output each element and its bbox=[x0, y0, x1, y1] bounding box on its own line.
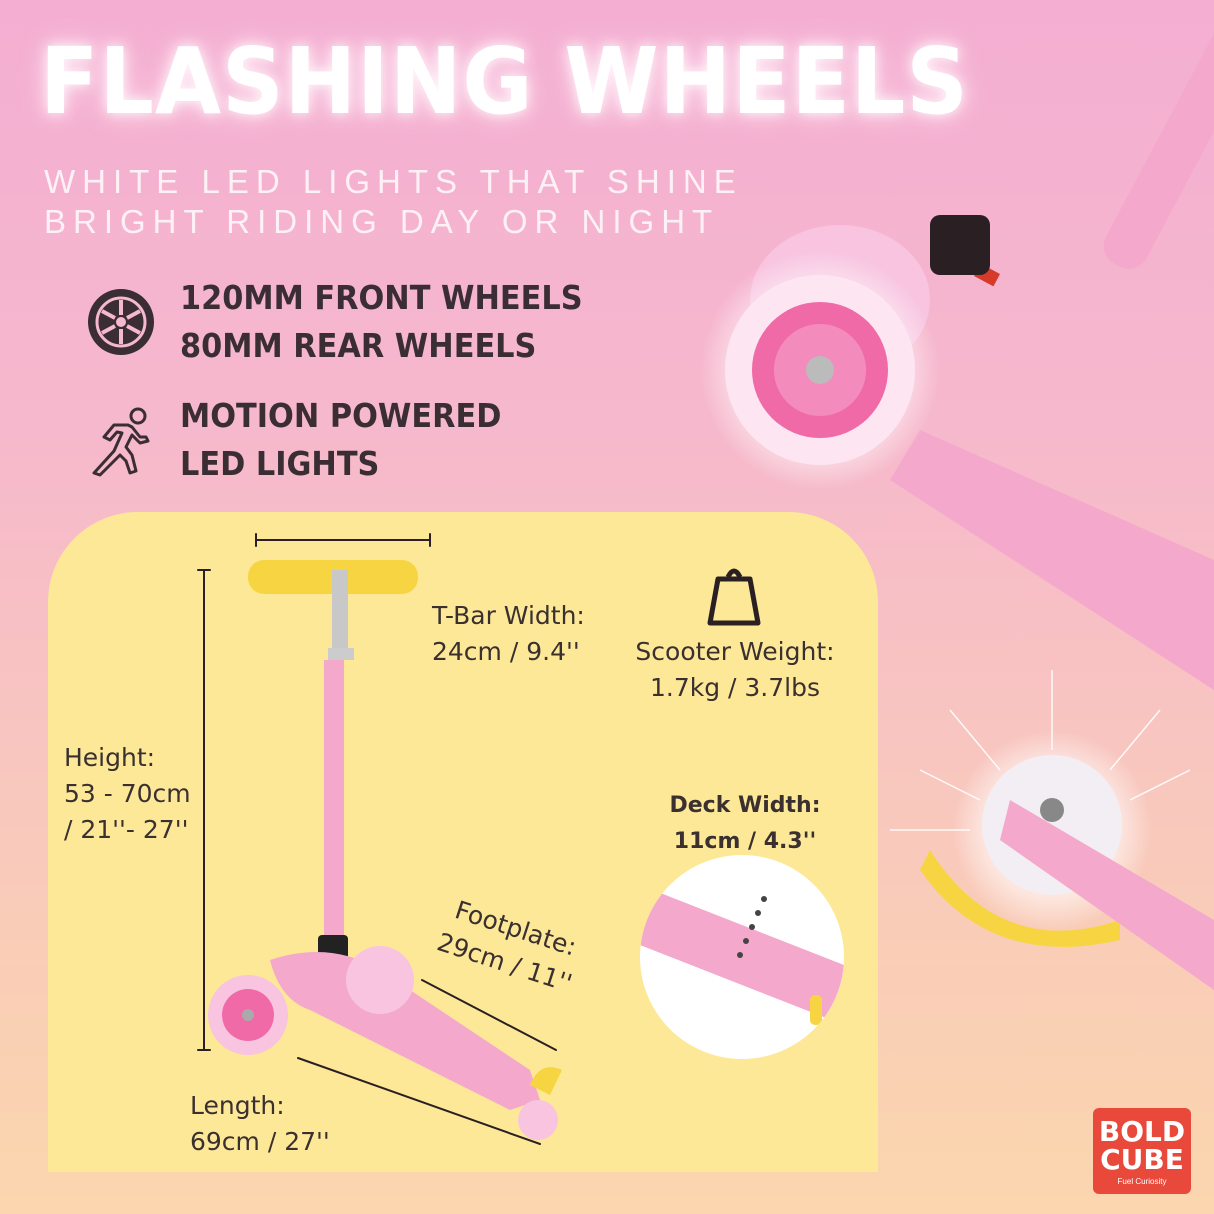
scooter-dimension-image bbox=[197, 533, 562, 1145]
height-spec: Height: 53 - 70cm / 21''- 27'' bbox=[64, 740, 191, 848]
feature-line: 120MM FRONT WHEELS bbox=[180, 278, 583, 317]
deck-spec: Deck Width: 11cm / 4.3'' bbox=[660, 788, 830, 860]
length-value: 69cm / 27'' bbox=[190, 1127, 330, 1156]
rear-wheel-image bbox=[890, 670, 1214, 990]
tbar-label: T-Bar Width: bbox=[432, 601, 585, 630]
tbar-value: 24cm / 9.4'' bbox=[432, 637, 580, 666]
page-title: FLASHING WHEELS bbox=[40, 28, 969, 135]
subtitle: WHITE LED LIGHTS THAT SHINE BRIGHT RIDIN… bbox=[44, 162, 743, 242]
length-spec: Length: 69cm / 27'' bbox=[190, 1088, 330, 1160]
deck-value: 11cm / 4.3'' bbox=[673, 829, 817, 854]
logo-tagline: Fuel Curiosity bbox=[1117, 1177, 1167, 1186]
subtitle-line-1: WHITE LED LIGHTS THAT SHINE bbox=[44, 163, 743, 200]
feature-line: 80MM REAR WHEELS bbox=[180, 326, 537, 365]
height-value-inches: / 21''- 27'' bbox=[64, 815, 189, 844]
brand-logo: BOLD CUBE Fuel Curiosity bbox=[1093, 1108, 1191, 1194]
deck-label: Deck Width: bbox=[669, 793, 821, 818]
length-label: Length: bbox=[190, 1091, 285, 1120]
scooter-hero-image bbox=[700, 0, 1214, 690]
height-value: 53 - 70cm bbox=[64, 779, 191, 808]
feature-text: MOTION POWERED LED LIGHTS bbox=[180, 392, 501, 488]
feature-lights: MOTION POWERED LED LIGHTS bbox=[84, 392, 529, 488]
feature-text: 120MM FRONT WHEELS 80MM REAR WHEELS bbox=[180, 274, 583, 370]
weight-icon bbox=[707, 568, 761, 626]
feature-line: LED LIGHTS bbox=[180, 444, 380, 483]
weight-label: Scooter Weight: bbox=[635, 637, 835, 666]
logo-line-2: CUBE bbox=[1100, 1143, 1184, 1176]
weight-spec: Scooter Weight: 1.7kg / 3.7lbs bbox=[630, 634, 840, 706]
feature-line: MOTION POWERED bbox=[180, 396, 502, 435]
weight-value: 1.7kg / 3.7lbs bbox=[649, 673, 821, 702]
tbar-spec: T-Bar Width: 24cm / 9.4'' bbox=[432, 598, 585, 670]
height-label: Height: bbox=[64, 743, 156, 772]
logo-line-1: BOLD bbox=[1098, 1115, 1186, 1148]
subtitle-line-2: BRIGHT RIDING DAY OR NIGHT bbox=[44, 203, 720, 240]
running-person-icon bbox=[92, 407, 150, 477]
deck-closeup-image bbox=[640, 855, 844, 1059]
wheel-icon bbox=[88, 289, 154, 355]
feature-wheels: 120MM FRONT WHEELS 80MM REAR WHEELS bbox=[84, 274, 618, 370]
